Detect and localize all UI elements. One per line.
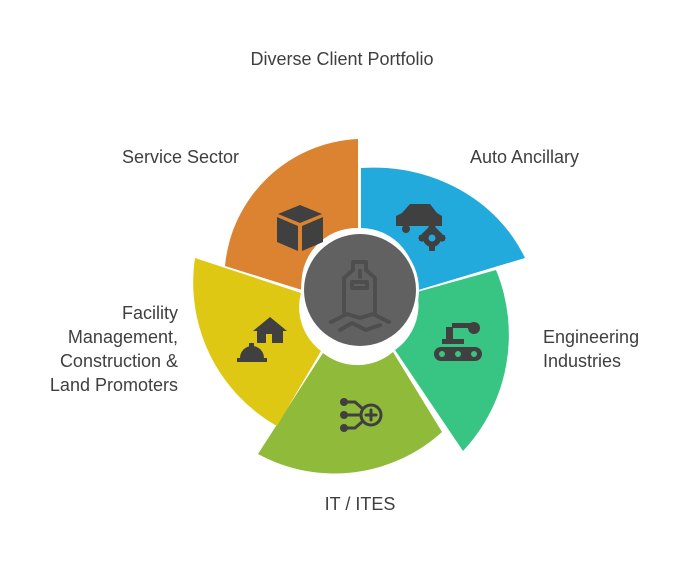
segment-it-ites <box>258 352 442 474</box>
building-handshake-icon <box>329 260 391 332</box>
label-line: Construction & <box>59 351 178 371</box>
label-line: Management, <box>67 327 178 347</box>
label-line: Land Promoters <box>49 375 178 395</box>
label-facility-management: Facility Management, Construction & Land… <box>20 301 178 397</box>
label-it-ites: IT / ITES <box>324 494 396 514</box>
robot-arm-conveyor-icon <box>434 322 482 361</box>
label-line: Engineering <box>543 327 640 347</box>
circuit-chip-icon <box>340 398 383 432</box>
label-engineering-industries: Engineering Industries <box>543 325 673 373</box>
car-gear-icon <box>396 204 446 251</box>
box-icon <box>277 205 323 251</box>
segment-auto-ancillary <box>361 167 525 291</box>
house-hardhat-icon <box>237 317 287 362</box>
label-auto-ancillary: Auto Ancillary <box>470 147 580 167</box>
label-service-sector: Service Sector <box>122 147 240 167</box>
label-line: Industries <box>543 351 622 371</box>
label-line: Facility <box>121 303 178 323</box>
diagram-title: Diverse Client Portfolio <box>250 49 434 69</box>
